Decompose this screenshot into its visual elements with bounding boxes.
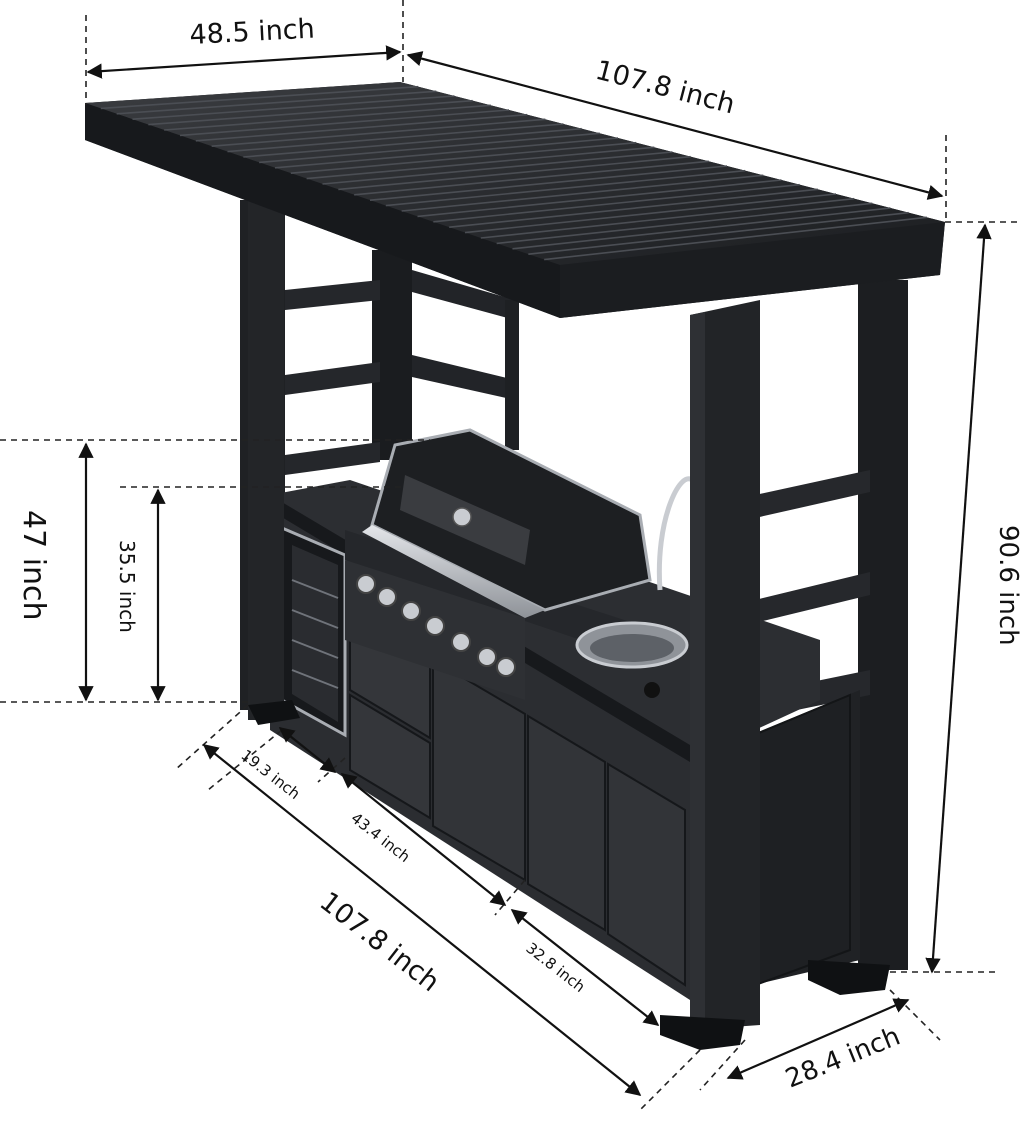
gas-grill	[345, 428, 652, 700]
dimension-labels: 48.5 inch 107.8 inch 90.6 inch 47 inch 3…	[16, 13, 1023, 1094]
label-grill-height: 35.5 inch	[115, 540, 139, 633]
front-left-post	[248, 200, 284, 720]
label-counter-height: 47 inch	[16, 510, 51, 621]
label-roof-depth: 48.5 inch	[189, 13, 316, 51]
pergola-roof	[85, 82, 945, 318]
label-grill-width: 43.4 inch	[348, 809, 414, 866]
wine-fridge	[273, 525, 347, 738]
dim-line-base-length	[202, 744, 642, 1096]
dim-line-roof-depth	[86, 45, 402, 79]
faucet	[656, 476, 694, 591]
label-roof-length: 107.8 inch	[592, 55, 738, 121]
pergola-kitchen-illustration	[85, 82, 945, 1050]
foot-back-right	[808, 960, 890, 995]
foot-back-left	[248, 700, 300, 725]
left-shelves	[285, 270, 519, 475]
grill-knobs	[356, 574, 516, 677]
foot-front-right	[660, 1015, 745, 1050]
dim-line-sink-width	[510, 909, 660, 1026]
sink	[575, 476, 694, 698]
label-fridge-width: 19.3 inch	[238, 746, 304, 803]
label-sink-width: 32.8 inch	[523, 939, 589, 996]
dim-line-roof-length	[406, 51, 944, 200]
dim-line-grill-width	[340, 773, 507, 906]
label-base-length: 107.8 inch	[314, 886, 445, 998]
label-total-height: 90.6 inch	[993, 525, 1023, 646]
dim-line-total-height	[925, 223, 992, 974]
label-base-depth: 28.4 inch	[781, 1021, 904, 1094]
back-right-post	[858, 280, 908, 970]
dim-line-fridge-width	[278, 727, 337, 773]
dim-line-base-depth	[726, 998, 910, 1080]
front-right-post	[690, 300, 760, 1030]
